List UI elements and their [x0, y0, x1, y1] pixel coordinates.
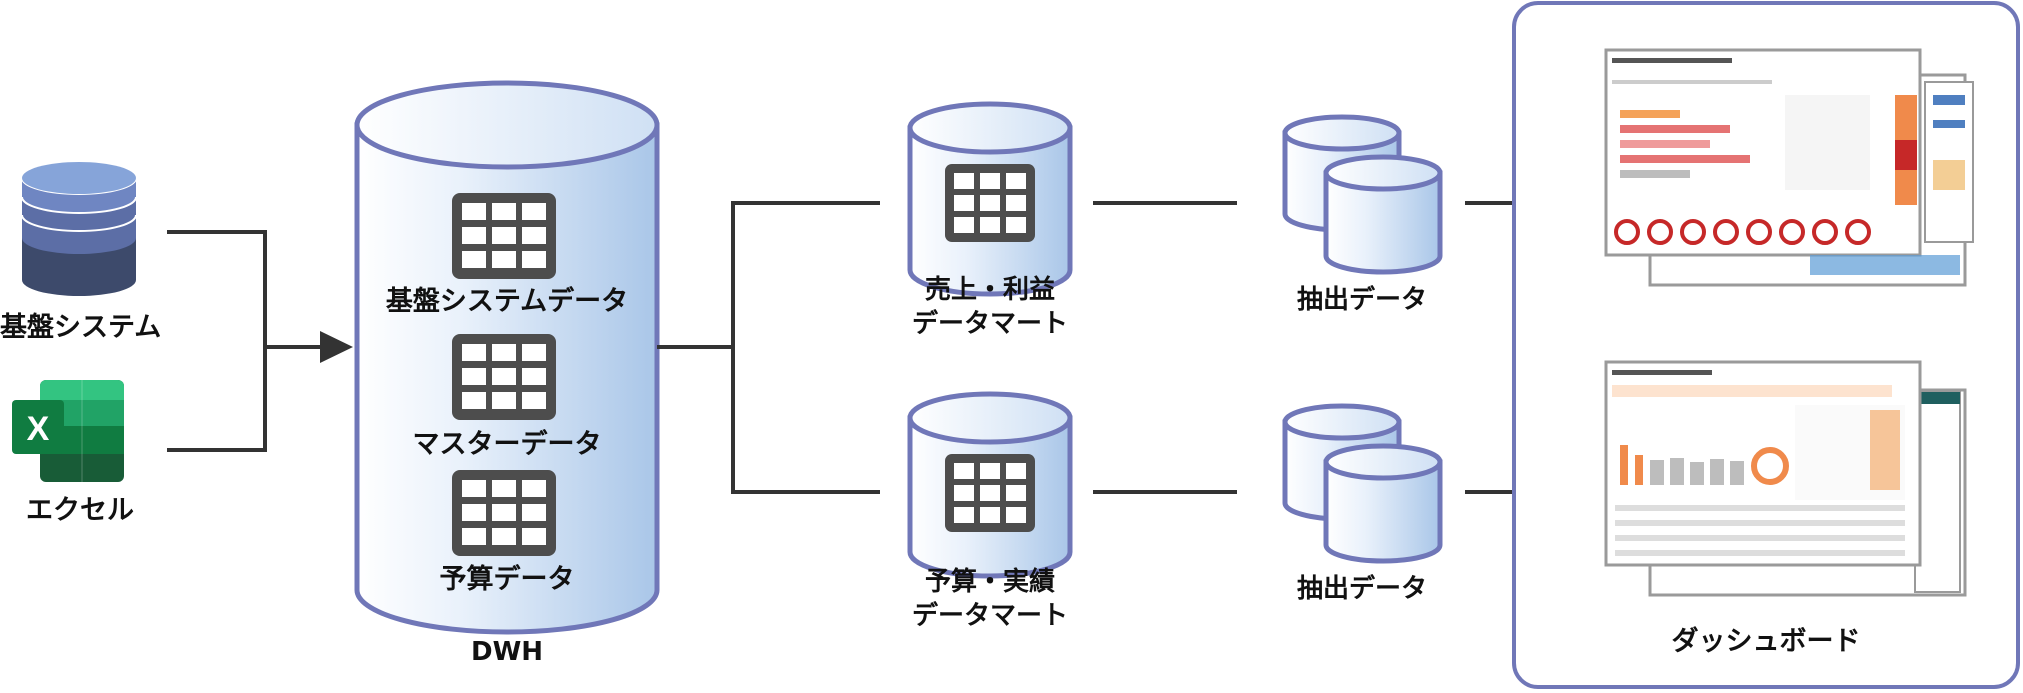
datamart-label-line1: 予算・実績 — [924, 567, 1055, 597]
excel-x-badge — [12, 400, 64, 454]
datamart-label: 売上・利益 データマート — [880, 274, 1100, 342]
extract-label: 抽出データ — [1296, 574, 1427, 604]
datamart-label-line1: 売上・利益 — [924, 275, 1055, 305]
dashboard-thumbnail — [1604, 360, 1967, 597]
table-icon — [945, 454, 1035, 532]
dwh-table-label: 予算データ — [439, 564, 575, 595]
datamart-connector — [1093, 201, 1237, 494]
datamart-label-line2: データマート — [911, 600, 1068, 631]
extract-cylinders — [1282, 403, 1443, 564]
source-label-excel: エクセル — [26, 495, 134, 526]
dwh-connector — [657, 201, 880, 494]
arrow-to-dwh-icon — [320, 331, 353, 363]
table-icon — [452, 470, 556, 556]
dashboard-label: ダッシュボード — [1671, 626, 1861, 657]
source-label-system: 基盤システム — [0, 312, 162, 343]
database-stack-icon — [21, 162, 137, 296]
dashboard-thumbnail — [1604, 48, 1974, 287]
datamart-label-line2: データマート — [911, 308, 1068, 339]
table-icon — [452, 193, 556, 279]
excel-icon: X — [12, 380, 124, 482]
excel-x-glyph: X — [27, 410, 50, 448]
extract-label: 抽出データ — [1296, 285, 1427, 315]
dwh-table-label: 基盤システムデータ — [385, 286, 629, 317]
table-icon — [945, 164, 1035, 242]
datamart-label: 予算・実績 データマート — [880, 566, 1100, 634]
extract-cylinders — [1282, 114, 1443, 275]
dwh-table-label: マスターデータ — [412, 429, 602, 460]
source-connector — [167, 230, 322, 452]
table-icon — [452, 334, 556, 420]
dwh-label: DWH — [470, 637, 544, 667]
